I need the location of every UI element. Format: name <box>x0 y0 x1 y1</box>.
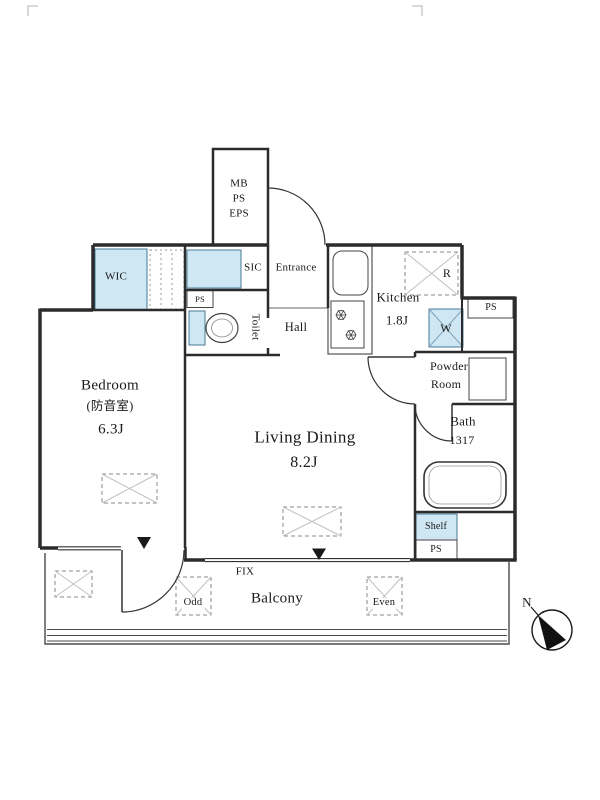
balcony-railing <box>44 553 510 645</box>
entrance-door-arc <box>267 187 326 246</box>
washer-label: W <box>440 321 452 335</box>
wic-label: WIC <box>104 270 128 283</box>
shaft-label-ps: PS <box>232 192 246 205</box>
wic-hanger-dotted-closet <box>149 249 185 310</box>
entrance-label: Entrance <box>275 261 317 274</box>
balcony-label: Balcony <box>250 590 304 607</box>
fridge-space-box <box>404 251 459 296</box>
washer-box <box>428 308 464 348</box>
north-arrow-icon <box>530 606 573 651</box>
kitchen-size-label: 1.8J <box>385 312 409 328</box>
bedroom-name-label: Bedroom <box>81 377 139 394</box>
bath-door-arc <box>414 403 453 442</box>
sic-label: SIC <box>244 261 262 274</box>
bedroom-balcony-door-arc <box>121 549 185 613</box>
bathtub-icon <box>423 461 507 509</box>
living-size-label: 8.2J <box>290 454 318 471</box>
window-marker-triangles <box>137 537 326 560</box>
odd-unit-label: Odd <box>181 596 205 609</box>
kitchen-sink-icon <box>332 250 369 296</box>
fix-window-label: FIX <box>235 565 255 578</box>
hall-label: Hall <box>284 319 308 334</box>
hatch-box-bedroom <box>101 473 158 504</box>
hatch-box-living <box>282 506 342 537</box>
toilet-label: Toilet <box>249 313 262 341</box>
bath-name-label: Bath <box>450 413 476 429</box>
powder-room-label-2: Room <box>430 377 462 391</box>
ps-label-top-right: PS <box>485 302 497 313</box>
ps-label-bottom: PS <box>430 544 442 555</box>
corner-marks <box>27 5 423 16</box>
stove-icon <box>330 300 365 349</box>
vanity-counter <box>468 357 507 401</box>
window-lines <box>58 546 410 563</box>
toilet-icon <box>188 310 239 346</box>
even-unit-label: Even <box>370 596 398 609</box>
bedroom-size-label: 6.3J <box>98 421 124 438</box>
shelf-box <box>415 513 458 541</box>
interior-walls <box>40 245 515 560</box>
shaft-label-eps: EPS <box>229 207 249 220</box>
shelf-label: Shelf <box>424 521 448 532</box>
powder-door-arc <box>367 356 416 405</box>
north-label: N <box>522 594 532 610</box>
bedroom-note-label: (防音室) <box>86 398 134 413</box>
living-name-label: Living Dining <box>254 427 356 447</box>
bath-size-label: 1317 <box>449 433 475 447</box>
fridge-label: R <box>442 266 452 280</box>
shaft-label-mb: MB <box>230 177 248 190</box>
hatch-box-balcony-left <box>54 570 93 598</box>
outer-walls <box>38 243 517 562</box>
sic-box <box>186 249 242 289</box>
hatch-box-even-unit <box>366 576 403 616</box>
kitchen-name-label: Kitchen <box>376 289 420 305</box>
powder-room-label-1: Powder <box>429 359 469 373</box>
hatch-box-odd-unit <box>175 576 212 616</box>
ps-label-toilet: PS <box>195 293 205 304</box>
